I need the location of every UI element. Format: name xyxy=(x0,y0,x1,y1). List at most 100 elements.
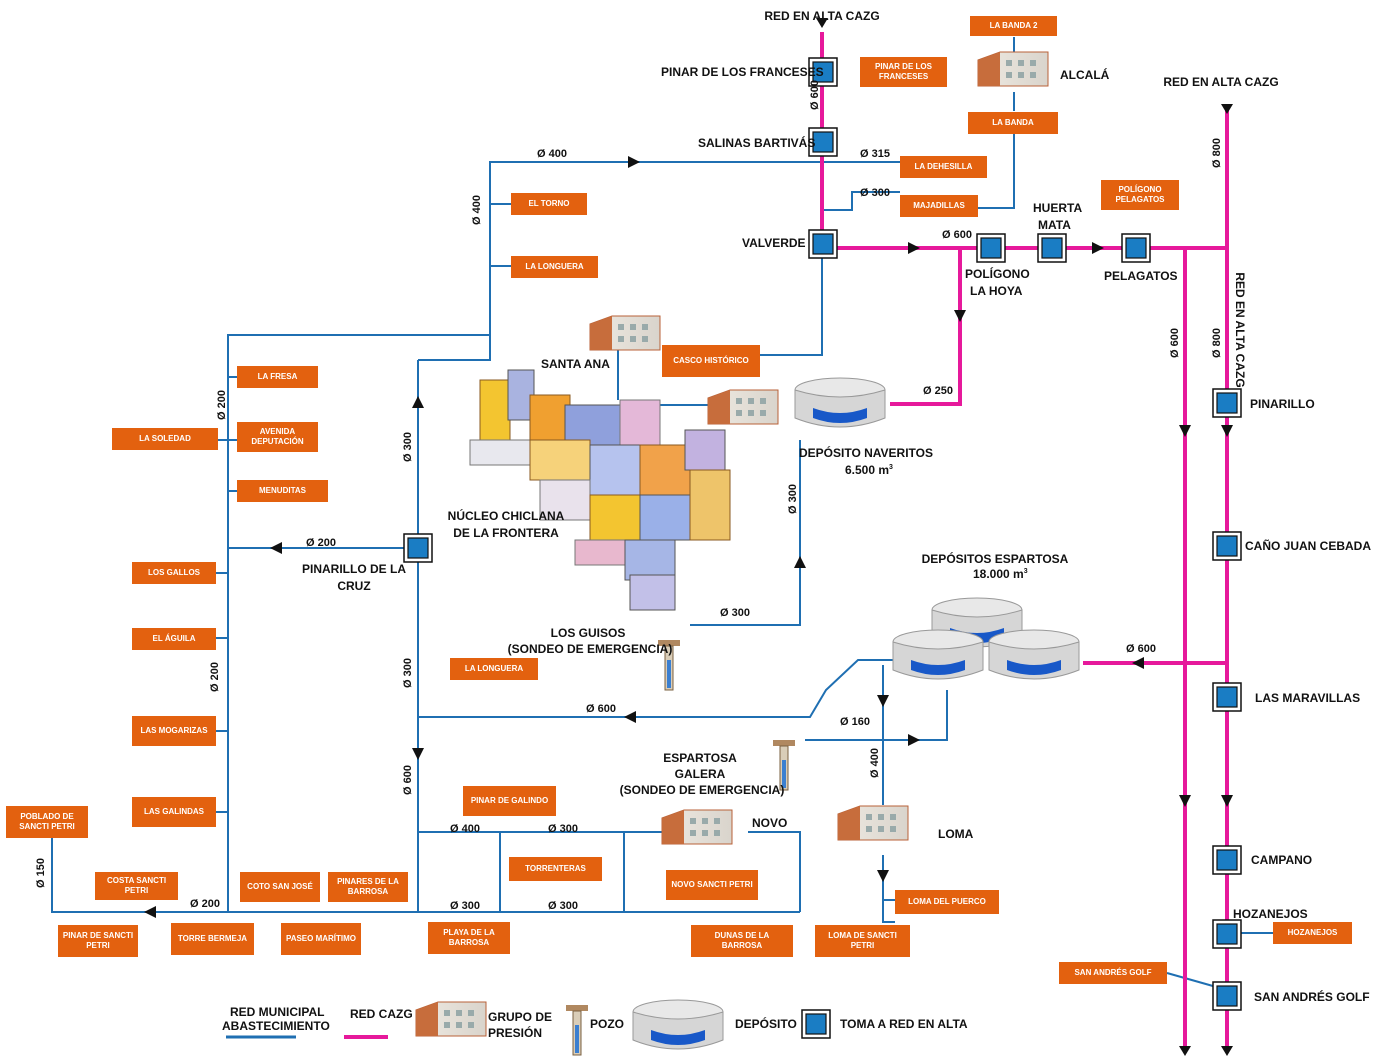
label-guisos-1: LOS GUISOS xyxy=(551,626,626,640)
pipe-label: Ø 315 xyxy=(860,148,890,160)
box-casco-historico: CASCO HISTÓRICO xyxy=(662,345,760,377)
flow-arrows xyxy=(144,18,1233,1056)
box-la-soledad: LA SOLEDAD xyxy=(112,428,218,450)
legend-building-icon xyxy=(415,1001,487,1037)
label-nucleo-1: NÚCLEO CHICLANA xyxy=(448,508,565,523)
legend-grupo-1: GRUPO DE xyxy=(488,1010,552,1024)
pipe-label: Ø 300 xyxy=(402,658,414,688)
label-alcala: ALCALÁ xyxy=(1060,67,1110,82)
pipe-label: Ø 250 xyxy=(923,385,953,397)
legend-deposito: DEPÓSITO xyxy=(735,1016,797,1031)
toma-cano-juan-cebada[interactable] xyxy=(1212,531,1242,561)
label-salinas: SALINAS BARTIVÁS xyxy=(698,135,815,150)
pipe-label: Ø 300 xyxy=(402,432,414,462)
box-la-longuera-mid: LA LONGUERA xyxy=(450,658,538,680)
box-pinar-franceses: PINAR DE LOS FRANCESES xyxy=(860,57,947,87)
toma-hozanejos[interactable] xyxy=(1212,919,1242,949)
toma-poligono-la-hoya[interactable] xyxy=(976,233,1006,263)
box-poligono-pelagatos: POLÍGONO PELAGATOS xyxy=(1101,180,1179,210)
pipe-label: Ø 200 xyxy=(209,662,221,692)
legend-tank-icon xyxy=(632,999,724,1050)
pipe-label: Ø 600 xyxy=(942,229,972,241)
legend-toma: TOMA A RED EN ALTA xyxy=(840,1017,968,1031)
toma-pinarillo[interactable] xyxy=(1212,388,1242,418)
pipe-label: Ø 600 xyxy=(809,80,821,110)
pipe-label: Ø 150 xyxy=(35,858,47,888)
toma-pelagatos[interactable] xyxy=(1121,233,1151,263)
deposito-naveritos-tank xyxy=(794,377,886,428)
pipe-label: Ø 300 xyxy=(860,187,890,199)
deposito-espartosa-left xyxy=(892,629,984,680)
box-costa-sancti-petri: COSTA SANCTI PETRI xyxy=(95,872,178,900)
box-dunas-barrosa: DUNAS DE LA BARROSA xyxy=(691,925,793,957)
pipe-label: Ø 400 xyxy=(450,823,480,835)
label-campano: CAMPANO xyxy=(1251,853,1312,867)
box-loma-sancti-petri: LOMA DE SANCTI PETRI xyxy=(815,925,910,957)
label-loma: LOMA xyxy=(938,827,974,841)
box-hozanejos: HOZANEJOS xyxy=(1273,922,1352,944)
legend-pozo-icon xyxy=(565,1004,589,1056)
label-san-andres: SAN ANDRÉS GOLF xyxy=(1254,989,1370,1004)
label-espartosa-capacity: 18.000 m3 xyxy=(973,567,1028,581)
toma-las-maravillas[interactable] xyxy=(1212,682,1242,712)
box-loma-puerco: LOMA DEL PUERCO xyxy=(895,890,999,914)
grupo-presion-loma xyxy=(837,805,909,841)
toma-valverde[interactable] xyxy=(808,229,838,259)
box-coto-san-jose: COTO SAN JOSÉ xyxy=(240,872,320,902)
cazg-network xyxy=(820,32,1229,1050)
box-la-banda: LA BANDA xyxy=(968,112,1058,134)
label-red-alta-right: RED EN ALTA CAZG xyxy=(1163,75,1278,89)
label-valverde: VALVERDE xyxy=(742,236,806,250)
pipe-label: Ø 600 xyxy=(1169,328,1181,358)
label-hozanejos: HOZANEJOS xyxy=(1233,907,1308,921)
toma-campano[interactable] xyxy=(1212,845,1242,875)
box-el-torno: EL TORNO xyxy=(511,193,587,215)
toma-pinarillo-cruz[interactable] xyxy=(403,533,433,563)
pipe-label: Ø 600 xyxy=(586,703,616,715)
box-pinares-barrosa: PINARES DE LA BARROSA xyxy=(328,872,408,902)
label-red-alta-vertical: RED EN ALTA CAZG xyxy=(1233,272,1247,387)
label-novo: NOVO xyxy=(752,816,787,830)
box-los-gallos: LOS GALLOS xyxy=(132,562,216,584)
pipe-label: Ø 300 xyxy=(450,900,480,912)
label-pinarillo: PINARILLO xyxy=(1250,397,1315,411)
pipe-label: Ø 400 xyxy=(537,148,567,160)
label-espartosa-galera-3: (SONDEO DE EMERGENCIA) xyxy=(620,783,785,797)
grupo-presion-alcala xyxy=(977,51,1049,87)
pipe-label: Ø 300 xyxy=(787,484,799,514)
box-playa-barrosa: PLAYA DE LA BARROSA xyxy=(428,922,510,954)
box-san-andres-golf: SAN ANDRÉS GOLF xyxy=(1059,962,1167,984)
box-pinar-galindo: PINAR DE GALINDO xyxy=(463,786,556,816)
box-torrenteras: TORRENTERAS xyxy=(509,857,602,881)
pipe-label: Ø 200 xyxy=(216,390,228,420)
label-nucleo-2: DE LA FRONTERA xyxy=(453,526,559,540)
toma-huerta-mata[interactable] xyxy=(1037,233,1067,263)
label-santa-ana: SANTA ANA xyxy=(541,357,610,371)
label-pinarillo-cruz-1: PINARILLO DE LA xyxy=(302,562,406,576)
pipe-label: Ø 200 xyxy=(306,537,336,549)
box-las-galindas: LAS GALINDAS xyxy=(132,797,216,827)
label-pelagatos: PELAGATOS xyxy=(1104,269,1178,283)
legend-red-cazg: RED CAZG xyxy=(350,1007,413,1021)
pipe-label: Ø 300 xyxy=(548,900,578,912)
grupo-presion-santa-ana xyxy=(589,315,661,351)
pipe-label: Ø 300 xyxy=(548,823,578,835)
nucleo-chiclana-houses xyxy=(469,369,731,611)
legend-red-municipal-2: ABASTECIMIENTO xyxy=(222,1019,330,1033)
pipe-label: Ø 600 xyxy=(402,765,414,795)
toma-san-andres-golf[interactable] xyxy=(1212,981,1242,1011)
box-paseo-maritimo: PASEO MARÍTIMO xyxy=(281,923,361,955)
legend-pozo: POZO xyxy=(590,1017,624,1031)
legend-toma-icon xyxy=(801,1009,831,1039)
label-pinarillo-cruz-2: CRUZ xyxy=(337,579,370,593)
label-cano-juan: CAÑO JUAN CEBADA xyxy=(1245,538,1371,553)
label-deposito-naveritos: DEPÓSITO NAVERITOS xyxy=(799,445,933,460)
label-guisos-2: (SONDEO DE EMERGENCIA) xyxy=(508,642,673,656)
box-torre-bermeja: TORRE BERMEJA xyxy=(171,923,254,955)
pipe-label: Ø 600 xyxy=(1126,643,1156,655)
grupo-presion-novo xyxy=(661,809,733,845)
pipe-label: Ø 800 xyxy=(1211,138,1223,168)
pipe-label: Ø 200 xyxy=(190,898,220,910)
label-red-alta-top: RED EN ALTA CAZG xyxy=(764,9,879,23)
box-majadillas: MAJADILLAS xyxy=(900,195,978,217)
